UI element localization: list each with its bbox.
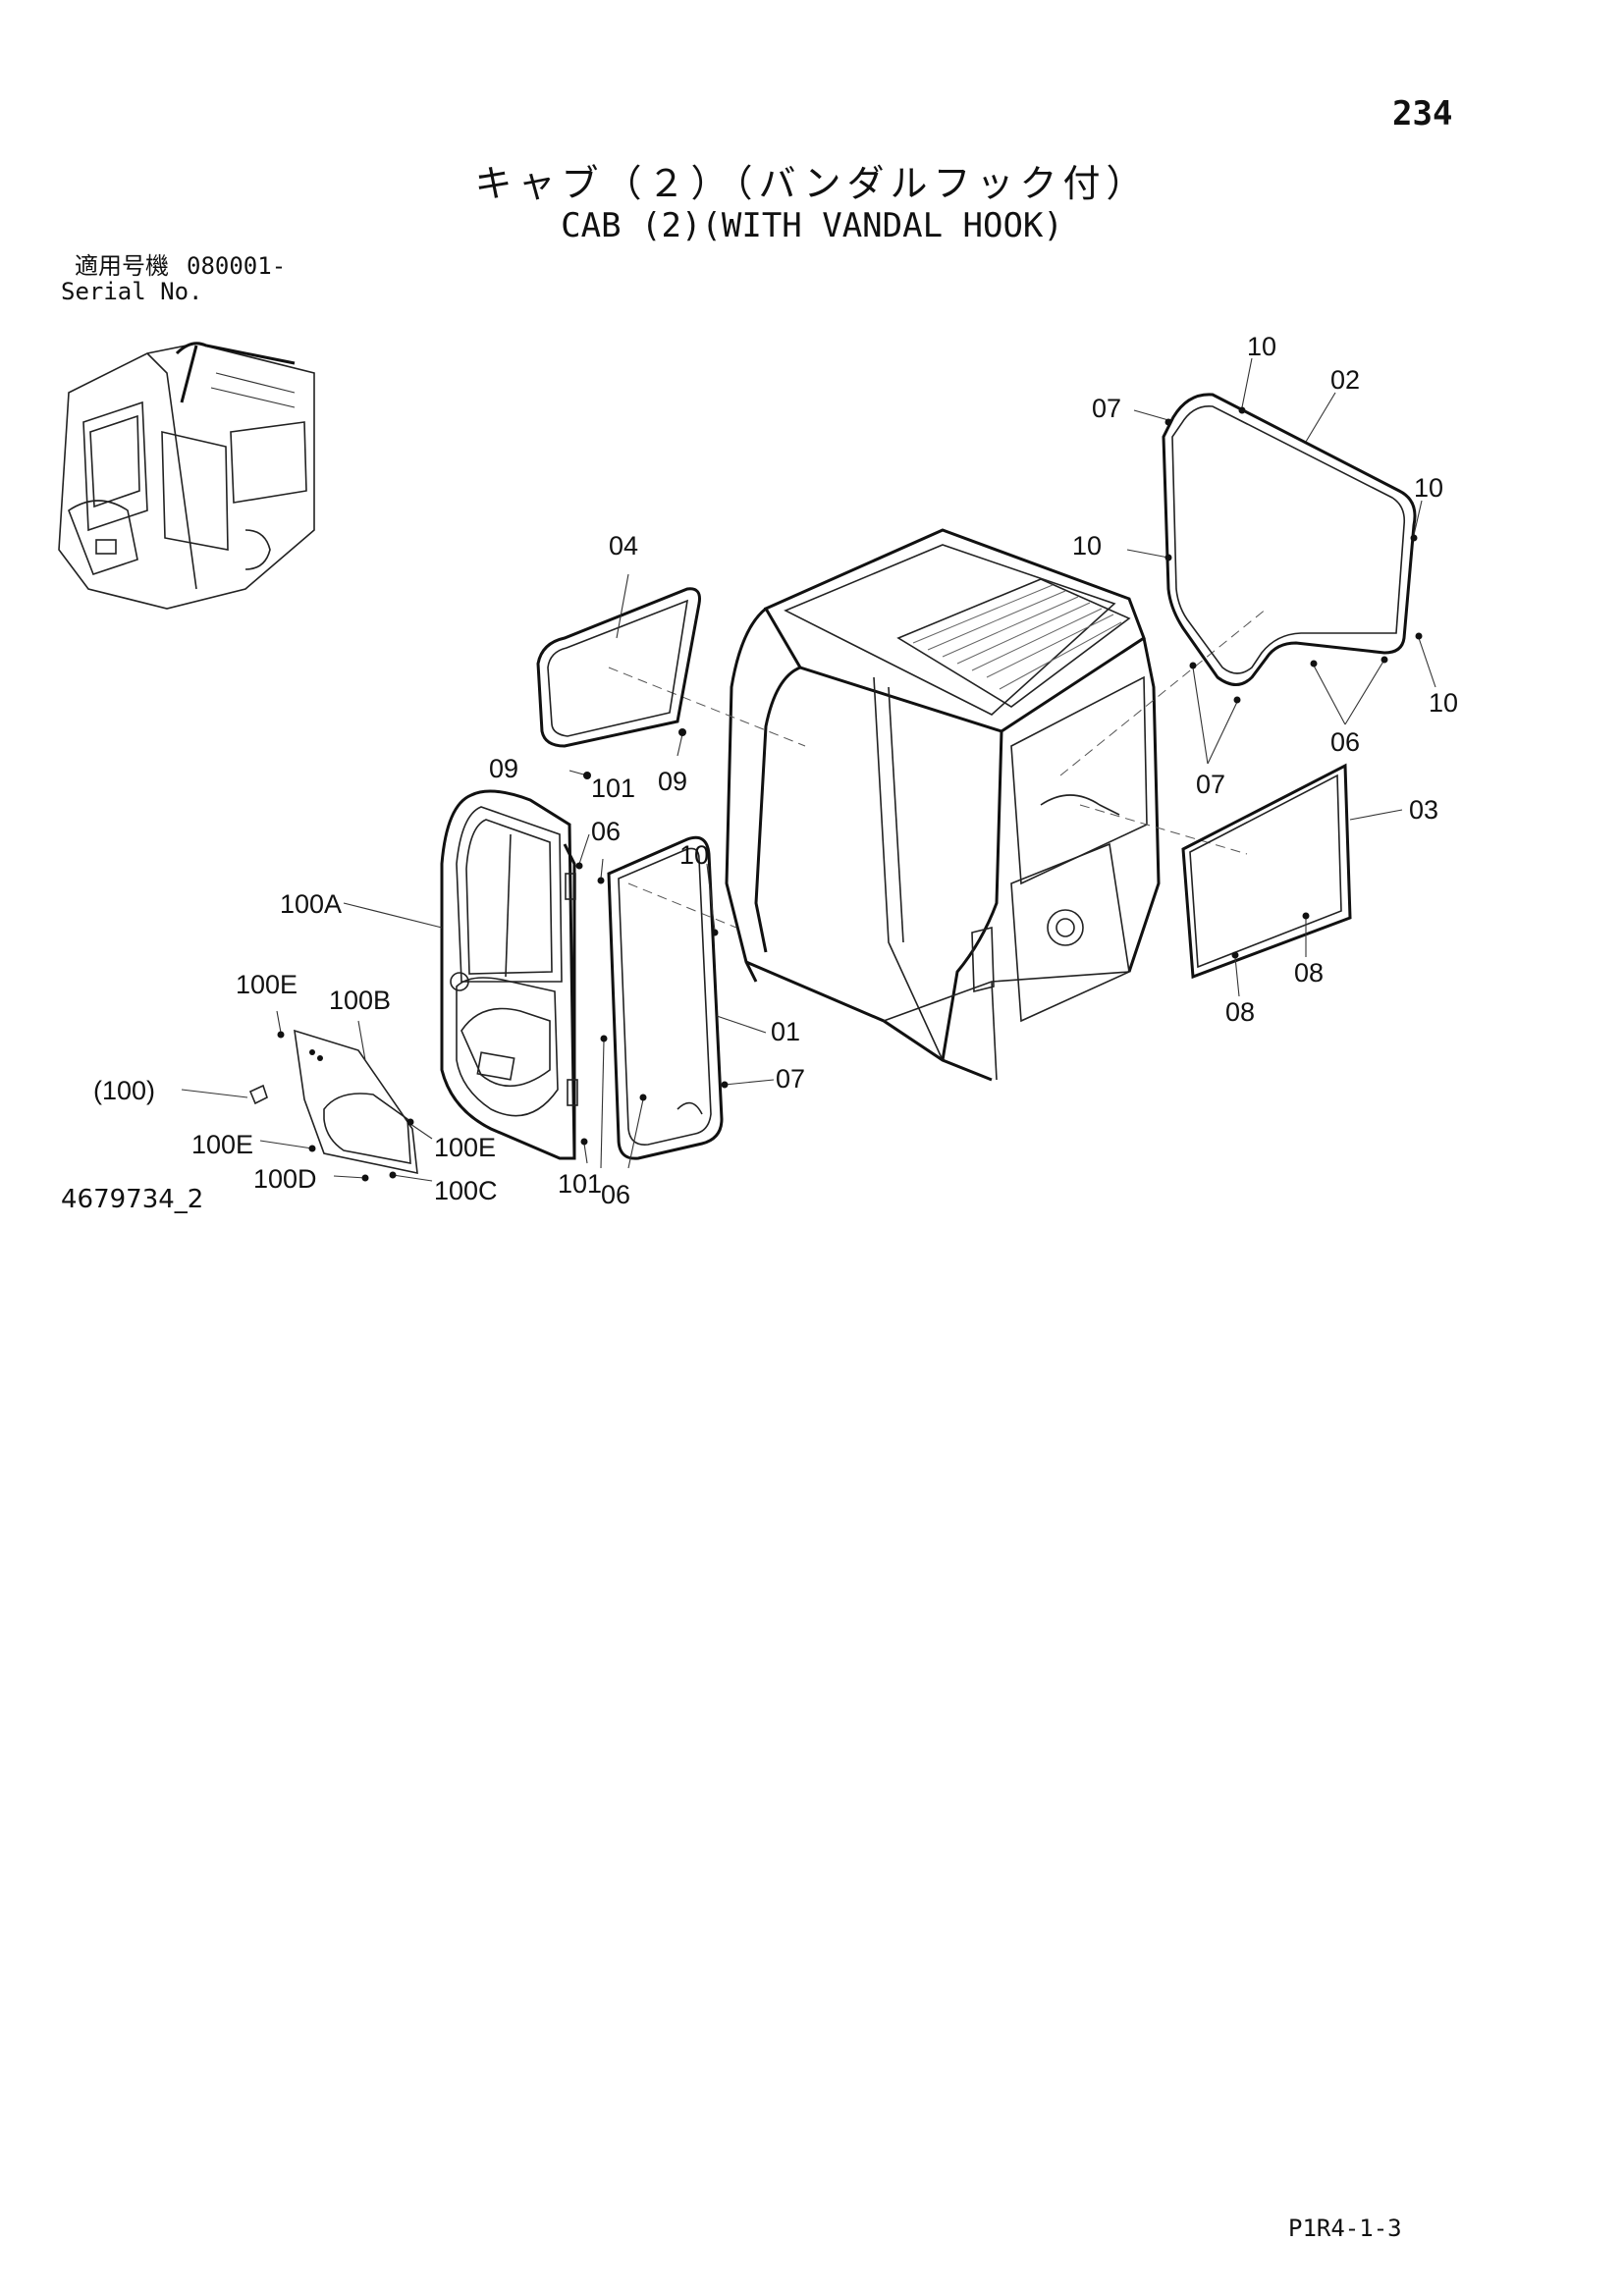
callout-label: 07 [776, 1064, 805, 1094]
callout-label: 10 [1072, 531, 1102, 561]
callout-label: 06 [1330, 727, 1360, 757]
callout-label: 101 [591, 774, 635, 803]
callout-label: 02 [1330, 365, 1360, 395]
panel-100B [294, 1029, 418, 1175]
callout-label: (100) [93, 1076, 155, 1105]
callout-label: 09 [658, 767, 687, 796]
page-number: 234 [1392, 94, 1453, 133]
callout-label: 06 [591, 817, 621, 846]
callout-label: 09 [489, 754, 518, 783]
callout-label: 10 [679, 840, 709, 870]
page-title-english: CAB (2)(WITH VANDAL HOOK) [561, 206, 1063, 245]
sheet-code: P1R4-1-3 [1288, 2215, 1402, 2242]
callout-label: 100A [280, 889, 342, 919]
thumbnail-cab-view [58, 342, 315, 610]
callout-label: 101 [558, 1169, 602, 1199]
fastener-points [277, 406, 1423, 1182]
callout-label: 100C [434, 1176, 498, 1205]
glass-02-rear-window [1162, 393, 1417, 686]
glass-01-door-lower [607, 835, 724, 1160]
serial-value: 080001- [187, 252, 287, 280]
callout-label: 100B [329, 986, 391, 1015]
callout-label: 07 [1196, 770, 1225, 799]
callout-label: 08 [1225, 997, 1255, 1027]
callout-label: 06 [601, 1180, 630, 1209]
callout-label: 01 [771, 1017, 800, 1046]
vandal-hook-part [248, 1084, 268, 1105]
glass-04-door-upper [536, 587, 701, 748]
serial-block: 適用号機 080001- Serial No. [61, 253, 286, 304]
door-assembly-100A [440, 789, 578, 1160]
serial-row-japanese: 適用号機 080001- [61, 253, 286, 279]
callout-label: 10 [1429, 688, 1458, 718]
callout-label: 08 [1294, 958, 1324, 988]
callout-label: 100E [191, 1130, 253, 1159]
callout-label: 04 [609, 531, 638, 561]
serial-label-english: Serial No. [61, 278, 203, 305]
serial-label-japanese: 適用号機 [75, 252, 169, 280]
callout-label: 10 [1247, 332, 1276, 361]
callout-labels: 10 02 07 10 10 04 10 06 09 09 07 101 06 … [93, 332, 1458, 1209]
cab-frame [608, 528, 1268, 1082]
callout-label: 100E [236, 970, 298, 999]
glass-03-side-window [1181, 763, 1352, 980]
callout-label: 07 [1092, 394, 1121, 423]
drawing-number: 4679734_2 [61, 1185, 204, 1214]
leader-lines [181, 357, 1436, 1182]
callout-label: 10 [1414, 473, 1443, 503]
page-title-japanese: キャブ（２）（バンダルフック付） [474, 162, 1150, 205]
callout-label: 03 [1409, 795, 1438, 825]
callout-label: 100D [253, 1164, 317, 1194]
callout-label: 100E [434, 1133, 496, 1162]
